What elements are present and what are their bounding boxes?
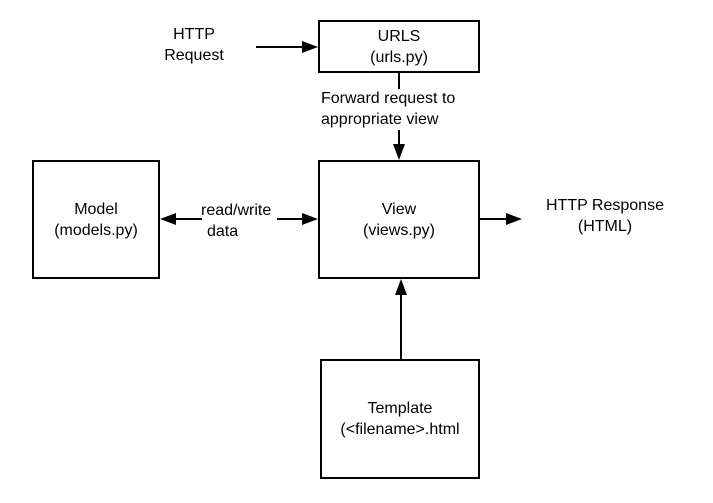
forward-label-line1: Forward request to [321,90,456,107]
template-box-title: Template [367,400,433,417]
arrow-template-to-view-line [400,294,402,359]
http-response-label: HTTP Response (HTML) [530,195,680,237]
http-response-line1: HTTP Response [546,197,664,214]
arrow-urls-to-view-line-lower [398,130,400,146]
arrowhead-up-icon [395,279,407,295]
arrow-urls-to-view-line-upper [398,72,400,89]
http-response-line2: (HTML) [577,218,633,235]
arrowhead-right-icon [506,213,522,225]
view-box-subtitle: (views.py) [362,221,435,239]
arrowhead-right-icon [302,41,318,53]
read-write-label-line1: read/write [201,202,272,219]
urls-box-subtitle: (urls.py) [370,48,428,66]
view-box: View (views.py) [318,160,480,279]
forward-label-line2: appropriate view [321,111,439,128]
template-box: Template (<filename>.html [320,359,480,479]
read-write-label-line2: data [207,223,239,240]
arrow-request-to-urls-line [256,46,303,48]
arrowhead-right-icon [302,213,318,225]
model-box-title: Model [74,200,118,218]
arrowhead-down-icon [393,144,405,160]
read-write-data-label: read/write data [201,200,271,242]
arrowhead-left-icon [160,213,176,225]
model-box: Model (models.py) [32,160,160,279]
template-box-subtitle: (<filename>.html [340,421,460,438]
arrow-view-to-model-line [174,218,202,220]
urls-box-title: URLS [377,27,421,45]
model-box-subtitle: (models.py) [54,221,138,239]
view-box-title: View [381,200,417,218]
arrow-model-to-view-line [277,218,303,220]
arrow-view-to-response-line [480,218,507,220]
http-request-line1: HTTP [173,26,215,43]
urls-box: URLS (urls.py) [318,20,480,73]
http-request-label: HTTP Request [147,24,241,66]
http-request-line2: Request [164,47,224,64]
forward-request-label: Forward request to appropriate view [321,88,455,130]
